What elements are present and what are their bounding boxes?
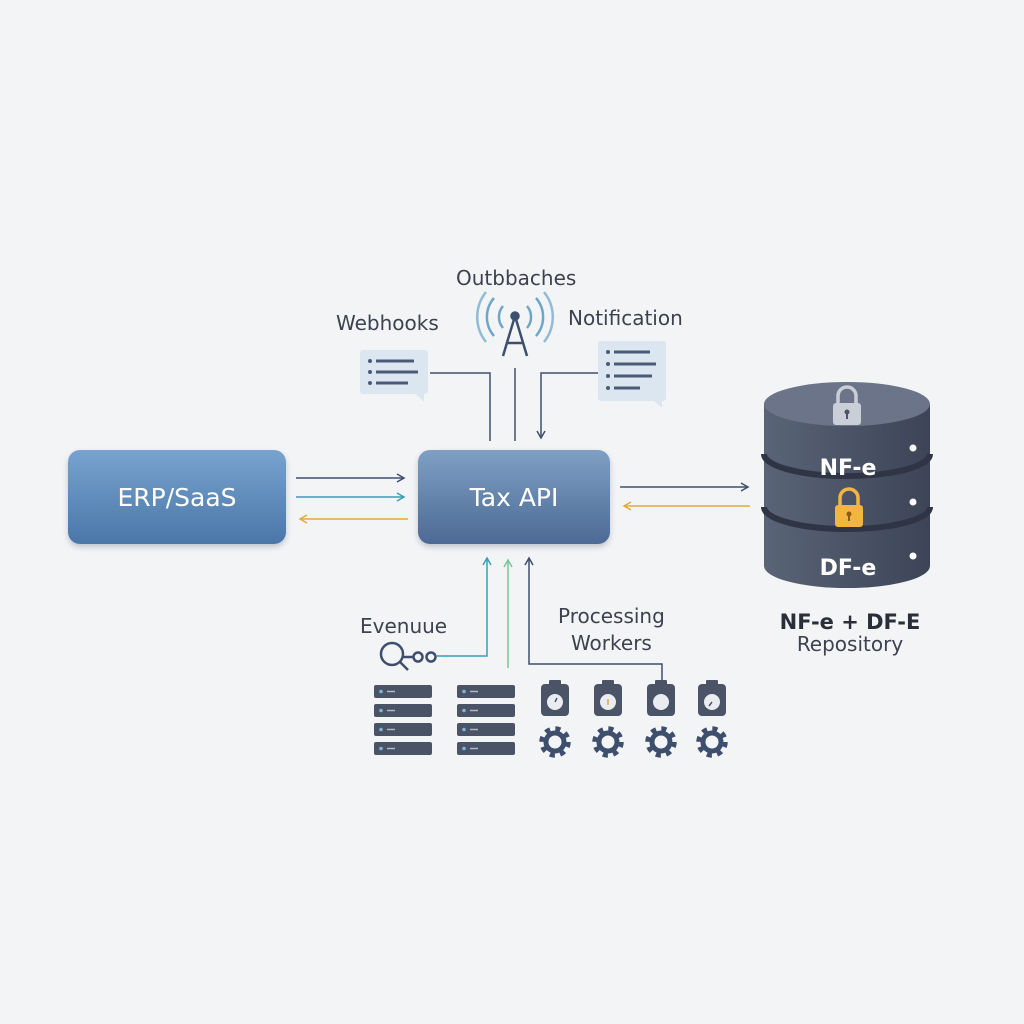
- processing-workers-line2: Workers: [570, 631, 652, 655]
- webhooks-message-icon: [360, 350, 428, 402]
- webhooks-label: Webhooks: [336, 311, 439, 335]
- server-rack-icon: [374, 685, 432, 755]
- worker-container-icons: [541, 680, 726, 716]
- worker-container-icon: [698, 680, 726, 716]
- processing-workers-line1: Processing: [558, 604, 665, 628]
- worker-container-icon: [541, 680, 569, 716]
- gear-icon: [645, 726, 677, 758]
- queue-label: Evenuue: [360, 614, 448, 638]
- erp-api-connectors: [296, 473, 408, 524]
- top-connectors: [430, 368, 598, 441]
- repository-layer-top: NF-e: [820, 456, 877, 481]
- outbound-label: Outbbaches: [456, 266, 577, 290]
- gear-icon: [696, 726, 728, 758]
- processing-workers-label: Processing Workers: [558, 603, 665, 657]
- worker-container-icon: [594, 680, 622, 716]
- server-rack-icon: [457, 685, 515, 755]
- gear-icon: [539, 726, 571, 758]
- notification-connector: [536, 372, 598, 440]
- tax-api-node: Tax API: [418, 450, 610, 544]
- webhooks-connector: [430, 372, 491, 441]
- notification-message-icon: [598, 341, 666, 408]
- repository-subtitle: Repository: [796, 632, 904, 656]
- worker-container-icon: [647, 680, 675, 716]
- gear-icons: [539, 726, 728, 758]
- antenna-icon: [476, 291, 554, 357]
- repository-title: NF-e + DF-E: [779, 610, 921, 634]
- key-icon: [379, 641, 437, 671]
- server-rack-icons: [374, 685, 515, 755]
- erp-saas-node: ERP/SaaS: [68, 450, 286, 544]
- api-repo-connectors: [620, 482, 750, 511]
- gear-icon: [592, 726, 624, 758]
- queue-connector: [437, 556, 492, 657]
- padlock-top-icon: [833, 385, 861, 425]
- repository-database-icon: NF-e DF-e: [761, 382, 933, 588]
- erp-saas-label: ERP/SaaS: [117, 482, 237, 512]
- tax-api-label: Tax API: [469, 482, 559, 512]
- notification-label: Notification: [568, 306, 683, 330]
- padlock-gold-icon: [835, 487, 863, 527]
- bottom-connectors: [437, 556, 663, 688]
- repository-layer-bottom: DF-e: [820, 556, 877, 581]
- workers-connector: [524, 556, 663, 688]
